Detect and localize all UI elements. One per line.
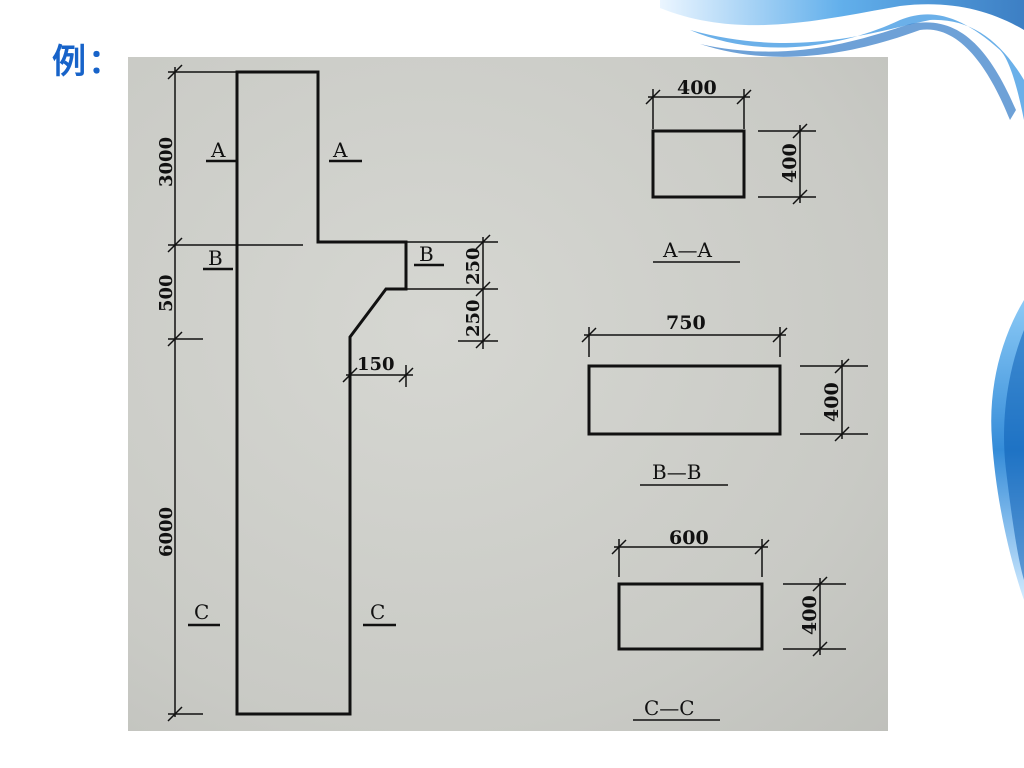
section-c: 600 400 C—C [611,527,846,721]
section-c-name: C—C [644,696,695,720]
section-c-width: 600 [669,527,709,549]
section-mark-a-left: A [210,138,226,162]
section-b-width: 750 [666,312,706,334]
height-dimension-lines [167,64,303,722]
dim-corbel-bottom: 250 [463,299,484,337]
section-c-height: 400 [799,595,821,635]
column-drawing: 3000 500 6000 250 250 150 [156,64,868,722]
section-mark-a-right: A [332,138,348,162]
dim-h-mid: 500 [156,274,177,312]
section-mark-c-left: C [194,600,209,624]
section-a-name: A—A [662,238,712,262]
section-a: 400 400 A—A [645,77,816,263]
dim-corbel-offset: 150 [357,354,395,375]
dim-h-upper: 3000 [156,137,177,187]
section-b-dims [581,327,868,486]
section-b: 750 400 B—B [581,312,868,486]
dim-h-lower: 6000 [156,507,177,557]
section-mark-b-right: B [419,242,434,266]
section-cut-bars [188,159,444,627]
section-a-rect [651,129,746,199]
section-c-rect [617,582,764,651]
section-b-name: B—B [652,460,701,484]
corbel-dimension-lines [342,234,498,387]
section-a-height: 400 [779,143,801,183]
dim-corbel-top: 250 [463,247,484,285]
section-a-dims [645,89,816,263]
section-c-dims [611,539,846,721]
section-mark-b-left: B [208,246,223,270]
slide-title: 例： [52,42,124,82]
section-a-width: 400 [677,77,717,99]
section-b-rect [587,364,782,436]
column-outline [235,70,408,716]
section-mark-c-right: C [370,600,385,624]
drawing-photo: 3000 500 6000 250 250 150 [128,57,888,731]
section-b-height: 400 [821,382,843,422]
